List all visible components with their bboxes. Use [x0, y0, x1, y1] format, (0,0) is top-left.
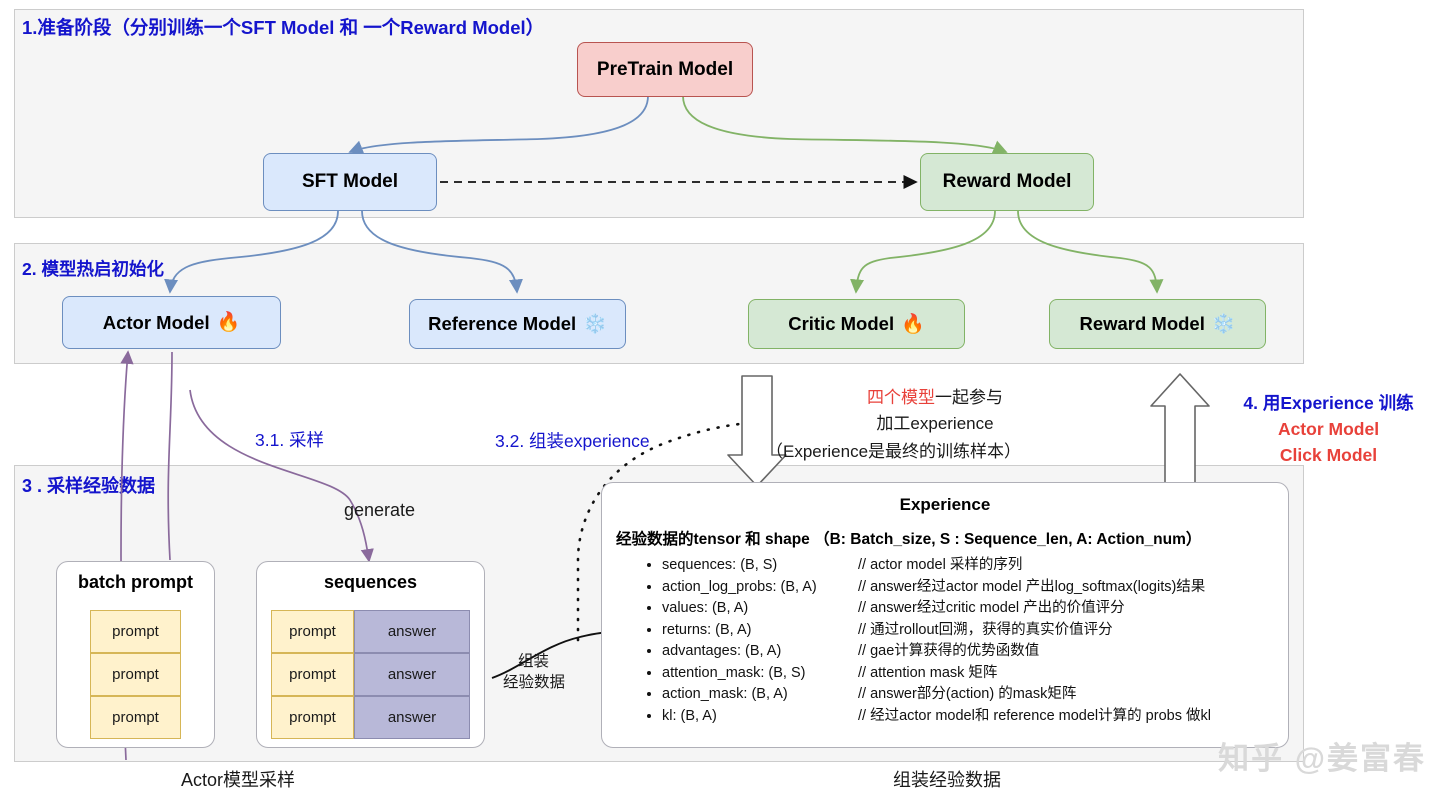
edge-label-assemble-line2: 经验数据 [503, 674, 566, 691]
node-label: Actor Model [102, 311, 210, 333]
experience-item-name: advantages: (B, A) [662, 643, 782, 659]
experience-item: kl: (B, A) // 经过actor model和 reference mo… [662, 706, 1211, 728]
cell-label: prompt [289, 623, 336, 640]
annotation-four-models-line2: 加工experience [876, 414, 994, 433]
section-title-sampling: 3 . 采样经验数据 [22, 476, 156, 496]
batch-prompt-title: batch prompt [78, 572, 193, 592]
node-pretrain-model[interactable]: PreTrain Model [577, 42, 753, 97]
node-sft-model[interactable]: SFT Model [263, 153, 437, 211]
experience-item: attention_mask: (B, S) // attention mask … [662, 663, 1211, 685]
experience-item-name: returns: (B, A) [662, 621, 752, 638]
annotation-step4-mid: Experience [1280, 393, 1374, 413]
fire-icon: 🔥 [901, 313, 925, 335]
batch-prompt-row-1[interactable]: prompt [90, 610, 181, 653]
annotation-step4-item2: Click Model [1279, 445, 1378, 465]
node-label: Critic Model [788, 313, 895, 334]
edge-label-step-3-2: 3.2. 组装experience [495, 431, 650, 451]
experience-item-comment: // attention mask 矩阵 [858, 664, 998, 681]
section-panel-prep [14, 9, 1304, 218]
experience-item-comment: // gae计算获得的优势函数值 [858, 643, 1040, 659]
batch-prompt-row-2[interactable]: prompt [90, 653, 181, 696]
experience-item: returns: (B, A) // 通过rollout回溯，获得的真实价值评分 [662, 620, 1211, 642]
sequences-row-1-answer[interactable]: answer [354, 610, 470, 653]
annotation-step-4: 4. 用Experience 训练 Actor Model Click Mode… [1221, 390, 1436, 468]
section-title-prep: 1.准备阶段（分别训练一个SFT Model 和 一个Reward Model） [22, 17, 545, 38]
snowflake-icon: ❄️ [1211, 313, 1236, 335]
batch-prompt-row-3[interactable]: prompt [90, 696, 181, 739]
node-label: Reward Model [1079, 313, 1205, 334]
cell-label: prompt [112, 623, 159, 640]
annotation-step4-suffix: 训练 [1373, 393, 1414, 413]
experience-item: values: (B, A) // answer经过critic model 产出… [662, 598, 1211, 620]
node-critic-model[interactable]: Critic Model 🔥 [748, 299, 965, 349]
annotation-four-models-line3: （Experience是最终的训练样本） [766, 442, 1022, 461]
experience-title: Experience [899, 495, 991, 514]
cell-label: prompt [112, 709, 159, 726]
sequences-row-3-prompt[interactable]: prompt [271, 696, 354, 739]
caption-assemble-experience: 组装经验数据 [893, 770, 1001, 790]
edge-label-step-3-1: 3.1. 采样 [255, 430, 325, 450]
annotation-step4-prefix: 4. 用 [1243, 393, 1281, 413]
experience-item-name: values: (B, A) [662, 600, 749, 616]
edge-label-generate: generate [344, 500, 416, 520]
fire-icon: 🔥 [216, 312, 241, 333]
experience-item-name: kl: (B, A) [662, 707, 717, 724]
experience-item: action_mask: (B, A) // answer部分(action) 的… [662, 684, 1211, 706]
annotation-four-models-highlight: 四个模型 [867, 388, 935, 407]
experience-item-comment: // answer经过critic model 产出的价值评分 [858, 600, 1125, 616]
sequences-row-1-prompt[interactable]: prompt [271, 610, 354, 653]
experience-item-name: attention_mask: (B, S) [662, 664, 806, 681]
node-label: Reference Model [428, 313, 577, 334]
annotation-four-models-rest: 一起参与 [935, 388, 1003, 407]
sequences-row-2-answer[interactable]: answer [354, 653, 470, 696]
experience-item-comment: // 经过actor model和 reference model计算的 pro… [858, 707, 1211, 724]
caption-actor-sampling: Actor模型采样 [181, 770, 296, 790]
sequences-row-2-prompt[interactable]: prompt [271, 653, 354, 696]
watermark: 知乎 @姜富春 [1218, 741, 1426, 776]
experience-tensor-list: sequences: (B, S) // actor model 采样的序列 act… [640, 555, 1211, 727]
node-actor-model[interactable]: Actor Model 🔥 [62, 296, 281, 349]
edge-label-assemble-line1: 组装 [518, 653, 550, 670]
annotation-step4-item1: Actor Model [1277, 419, 1380, 439]
experience-item-comment: // actor model 采样的序列 [858, 557, 1023, 573]
cell-label: prompt [112, 666, 159, 683]
node-reward-model-top[interactable]: Reward Model [920, 153, 1094, 211]
cell-label: prompt [289, 666, 336, 683]
experience-item-comment: // answer经过actor model 产出log_softmax(log… [858, 578, 1206, 595]
node-label: SFT Model [301, 171, 399, 192]
experience-item: action_log_probs: (B, A) // answer经过actor… [662, 577, 1211, 599]
experience-subtitle: 经验数据的tensor 和 shape （B: Batch_size, S : … [616, 531, 1202, 548]
experience-container: Experience 经验数据的tensor 和 shape （B: Batch… [601, 482, 1289, 748]
cell-label: answer [387, 709, 437, 726]
annotation-four-models: 四个模型一起参与 加工experience [800, 385, 1070, 437]
node-reference-model[interactable]: Reference Model ❄️ [409, 299, 626, 349]
node-reward-model-bottom[interactable]: Reward Model ❄️ [1049, 299, 1266, 349]
experience-item-comment: // 通过rollout回溯，获得的真实价值评分 [858, 621, 1113, 638]
sequences-row-3-answer[interactable]: answer [354, 696, 470, 739]
node-label: PreTrain Model [596, 58, 734, 80]
experience-item: sequences: (B, S) // actor model 采样的序列 [662, 555, 1211, 577]
node-label: Reward Model [942, 171, 1072, 192]
snowflake-icon: ❄️ [583, 313, 607, 335]
cell-label: answer [387, 666, 437, 683]
section-title-warmstart: 2. 模型热启初始化 [22, 259, 164, 279]
experience-item-name: action_mask: (B, A) [662, 686, 788, 702]
experience-item: advantages: (B, A) // gae计算获得的优势函数值 [662, 641, 1211, 663]
experience-item-name: sequences: (B, S) [662, 557, 778, 573]
cell-label: prompt [289, 709, 336, 726]
experience-item-name: action_log_probs: (B, A) [662, 578, 817, 595]
cell-label: answer [387, 623, 437, 640]
experience-item-comment: // answer部分(action) 的mask矩阵 [858, 686, 1077, 702]
sequences-title: sequences [323, 572, 418, 592]
